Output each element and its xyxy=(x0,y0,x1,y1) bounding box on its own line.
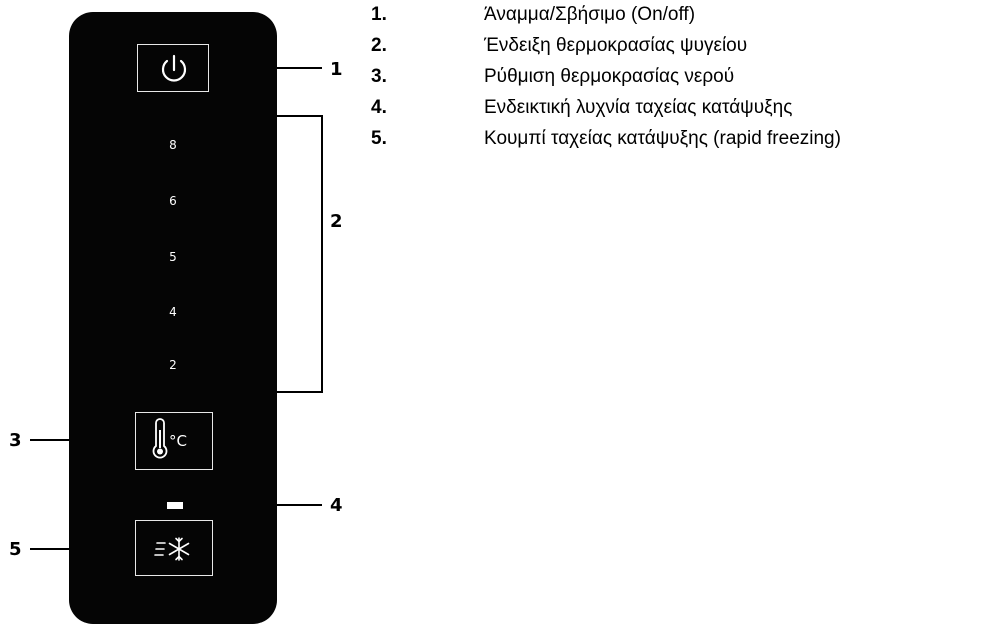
callout-1: 1 xyxy=(330,59,343,80)
fridge-temp-level-5: 5 xyxy=(169,250,177,264)
callout-5: 5 xyxy=(9,539,22,560)
temperature-unit-label: °C xyxy=(169,432,187,450)
fridge-temp-level-6: 6 xyxy=(169,194,177,208)
rapid-freeze-button[interactable] xyxy=(135,520,213,576)
fridge-temp-level-4: 4 xyxy=(169,305,177,319)
temperature-button[interactable]: °C xyxy=(135,412,213,470)
snowflake-icon xyxy=(154,537,190,561)
thermometer-icon xyxy=(152,418,168,459)
callout-4: 4 xyxy=(330,495,343,516)
callout-3: 3 xyxy=(9,430,22,451)
control-panel xyxy=(69,12,277,624)
fridge-temp-level-8: 8 xyxy=(169,138,177,152)
rapid-freeze-indicator-light xyxy=(167,502,183,509)
power-button[interactable] xyxy=(137,44,209,92)
power-icon xyxy=(161,54,187,82)
fridge-temp-level-2: 2 xyxy=(169,358,177,372)
callout-2: 2 xyxy=(330,211,343,232)
